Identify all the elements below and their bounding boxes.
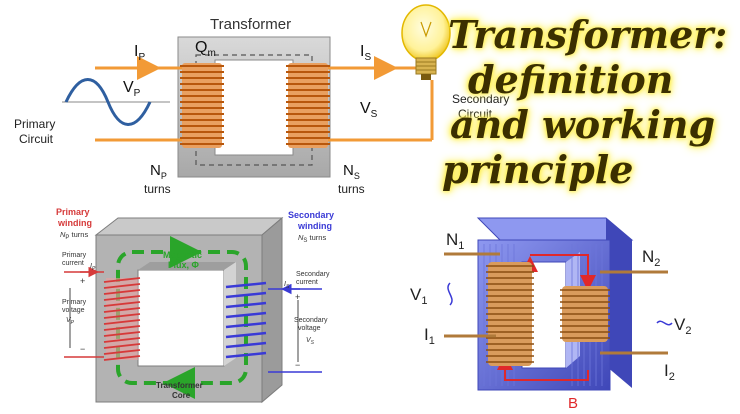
ip-small-label: IP bbox=[90, 263, 96, 272]
secondary-current-label-1: Secondary bbox=[296, 271, 330, 278]
primary-circuit-label-1: Primary bbox=[14, 117, 55, 131]
right-flux-path bbox=[530, 254, 596, 291]
top-transformer-diagram: Transformer Qm IP VP IS bbox=[14, 4, 509, 196]
headline-line-4: principle bbox=[442, 147, 634, 192]
primary-voltage-label-2: voltage bbox=[62, 307, 85, 314]
primary-current-label-2: current bbox=[62, 260, 84, 267]
primary-winding-label-2: winding bbox=[57, 218, 92, 228]
np-label: NP bbox=[150, 162, 167, 181]
vp-label: VP bbox=[123, 79, 141, 99]
np-turns: turns bbox=[144, 182, 171, 196]
is-small-label: IS bbox=[284, 281, 290, 290]
secondary-voltage-label-1: Secondary bbox=[294, 317, 328, 324]
vp-small-label: VP bbox=[66, 317, 75, 326]
right-core-right-face bbox=[606, 218, 632, 388]
ip-label: IP bbox=[134, 43, 145, 63]
primary-plus: + bbox=[80, 276, 85, 286]
left-secondary-coil bbox=[225, 281, 267, 359]
left-core-side-face bbox=[261, 216, 283, 404]
top-title: Transformer bbox=[210, 16, 291, 33]
v2-sine-icon bbox=[656, 320, 673, 326]
n2-label: N2 bbox=[642, 247, 660, 269]
i1-label: I1 bbox=[424, 325, 435, 347]
secondary-coil bbox=[286, 63, 330, 148]
v1-label: V1 bbox=[410, 285, 427, 307]
ac-source-icon bbox=[62, 78, 170, 126]
magnetic-flux-label-1: Magnetic bbox=[163, 250, 202, 260]
secondary-winding-label-1: Secondary bbox=[288, 210, 334, 220]
right-secondary-coil bbox=[560, 286, 610, 342]
ns-label: NS bbox=[343, 162, 360, 181]
vs-small-label: VS bbox=[306, 337, 315, 346]
left-core-window bbox=[137, 269, 225, 367]
ns-turns: turns bbox=[338, 182, 365, 196]
v1-sine-icon bbox=[447, 282, 453, 306]
lightbulb-icon bbox=[401, 4, 451, 80]
magnetic-flux-label-2: Flux, Φ bbox=[168, 260, 200, 270]
primary-coil bbox=[180, 63, 224, 148]
primary-winding-label-1: Primary bbox=[56, 207, 90, 217]
primary-voltage-label-1: Primary bbox=[62, 299, 87, 306]
core-label-2: Core bbox=[172, 391, 191, 400]
left-core-top-face bbox=[94, 217, 284, 236]
i2-label: I2 bbox=[664, 361, 675, 383]
n1-label: N1 bbox=[446, 230, 464, 252]
headline-line-3: and working bbox=[450, 102, 716, 147]
secondary-circuit-label-2: Circuit bbox=[458, 107, 493, 121]
primary-minus: − bbox=[80, 344, 85, 354]
b-label: B bbox=[568, 395, 578, 412]
secondary-voltage-label-2: voltage bbox=[298, 325, 321, 332]
right-primary-coil bbox=[486, 262, 534, 366]
secondary-winding-label-2: winding bbox=[297, 221, 332, 231]
primary-circuit-label-2: Circuit bbox=[19, 132, 54, 146]
ns-turns-label: NS turns bbox=[298, 233, 326, 244]
v2-label: V2 bbox=[674, 315, 691, 337]
is-label: IS bbox=[360, 43, 371, 63]
top-core-window bbox=[214, 59, 294, 156]
headline-line-2: definition bbox=[468, 57, 674, 102]
headline: Transformer: definition and working prin… bbox=[440, 12, 740, 192]
secondary-plus: + bbox=[295, 292, 300, 302]
flux-label: Qm bbox=[195, 39, 216, 59]
right-transformer-diagram: N1 N2 V1 I1 V2 I2 B bbox=[410, 217, 691, 412]
vs-label: VS bbox=[360, 100, 378, 120]
core-label-1: Transformer bbox=[156, 381, 203, 390]
left-transformer-diagram: Primary winding NP turns Primary current… bbox=[56, 207, 334, 404]
secondary-minus: − bbox=[295, 360, 300, 370]
left-primary-coil bbox=[103, 277, 141, 361]
primary-current-label-1: Primary bbox=[62, 252, 87, 259]
headline-line-1: Transformer: bbox=[448, 12, 728, 57]
np-turns-label: NP turns bbox=[60, 230, 88, 241]
secondary-current-label-2: current bbox=[296, 279, 318, 286]
secondary-circuit-label-1: Secondary bbox=[452, 92, 509, 106]
